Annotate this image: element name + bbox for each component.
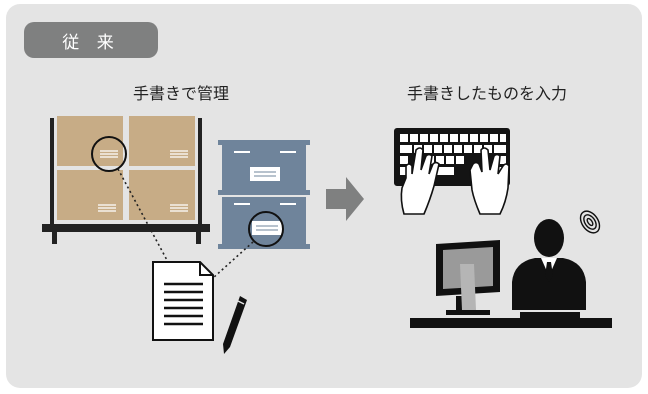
keyboard-hands-icon <box>394 128 510 215</box>
filing-cabinet-icon <box>218 140 310 249</box>
arrow-right-icon <box>326 177 364 221</box>
connector-lines <box>117 168 254 279</box>
pen-icon <box>223 296 247 354</box>
caption-manual-input: 手書きしたものを入力 <box>407 84 568 103</box>
caption-manual-management: 手書きで管理 <box>133 84 230 103</box>
office-worker-icon <box>410 219 612 328</box>
paper-form-icon <box>152 261 214 341</box>
pallet-boxes-icon <box>42 116 210 244</box>
spiral-stress-icon <box>579 210 601 234</box>
section-tag: 従 来 <box>24 22 158 58</box>
